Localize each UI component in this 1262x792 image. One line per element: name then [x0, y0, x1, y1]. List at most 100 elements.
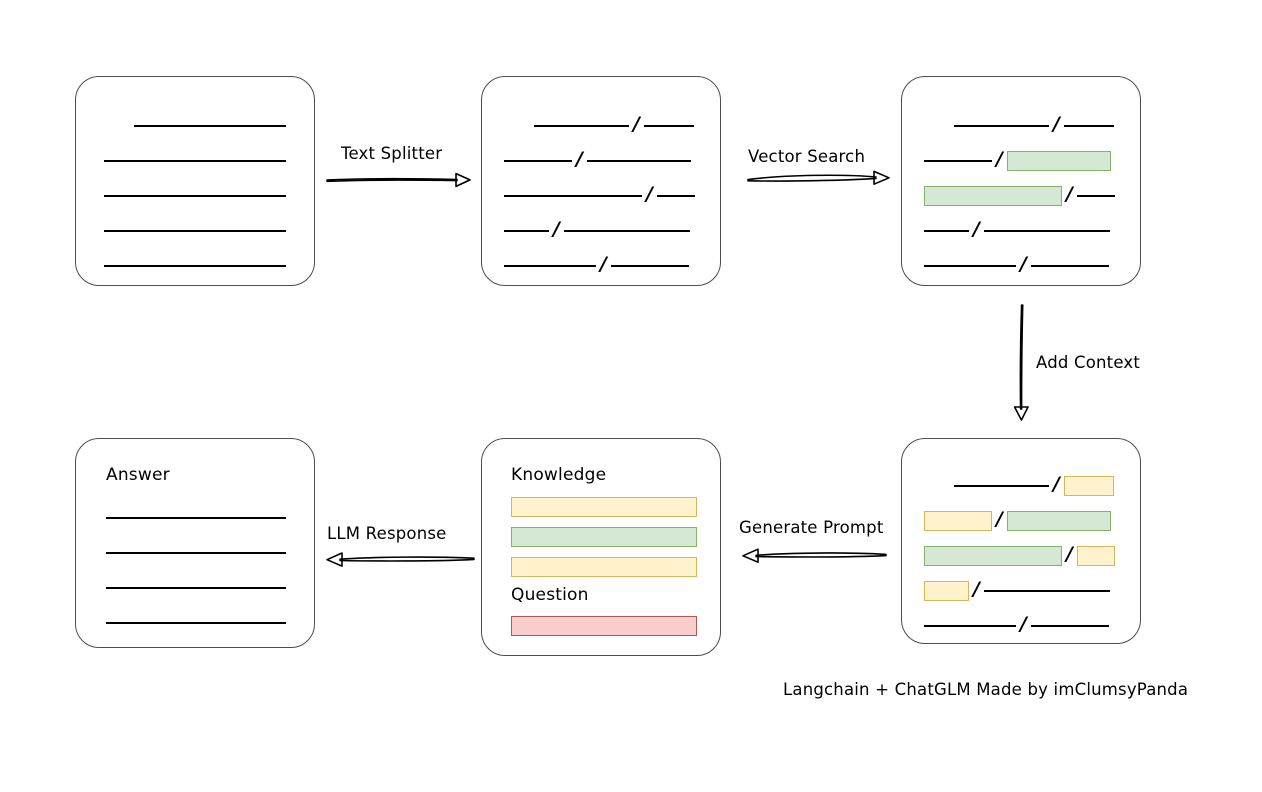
- segment-slash: /: [1066, 542, 1073, 565]
- segment-text-line: [656, 195, 695, 197]
- document-row: [76, 253, 314, 279]
- document-row: /: [902, 613, 1140, 639]
- segment-highlight-green: [511, 527, 697, 547]
- segment-text-line: [134, 125, 286, 127]
- edge-label-text-splitter: Text Splitter: [341, 144, 443, 163]
- segment-text-line: [1030, 265, 1109, 267]
- segment-slash: /: [996, 147, 1003, 170]
- segment-text-line: [504, 265, 596, 267]
- segment-text-line: [1076, 195, 1115, 197]
- segment-text-line: [104, 265, 286, 267]
- node-retrieved-document[interactable]: /////: [901, 76, 1141, 286]
- segment-slash: /: [1053, 472, 1060, 495]
- segment-text-line: [104, 160, 286, 162]
- document-row: [76, 610, 314, 636]
- segment-slash: /: [633, 112, 640, 135]
- document-row: [76, 540, 314, 566]
- node-answer[interactable]: Answer: [75, 438, 315, 648]
- segment-text-line: [106, 587, 286, 589]
- segment-text-line: [504, 195, 642, 197]
- document-row: /: [482, 183, 720, 209]
- edge-arrow-llm-response: [326, 552, 475, 567]
- segment-text-line: [924, 160, 992, 162]
- document-row: /: [902, 578, 1140, 604]
- segment-slash: /: [600, 252, 607, 275]
- prompt-knowledge-label: Knowledge: [511, 465, 607, 485]
- segment-highlight-green: [1006, 511, 1111, 531]
- edge-arrow-vector-search: [747, 170, 890, 186]
- segment-text-line: [1030, 625, 1109, 627]
- segment-text-line: [104, 195, 286, 197]
- segment-slash: /: [576, 147, 583, 170]
- segment-text-line: [504, 230, 549, 232]
- segment-slash: /: [973, 217, 980, 240]
- document-row: /: [482, 253, 720, 279]
- prompt-bar-row: [511, 554, 720, 580]
- segment-text-line: [983, 230, 1110, 232]
- segment-highlight-green: [924, 546, 1062, 566]
- segment-highlight-yellow: [1076, 546, 1115, 566]
- edge-label-llm-response: LLM Response: [327, 524, 447, 543]
- segment-text-line: [983, 590, 1110, 592]
- segment-text-line: [954, 125, 1049, 127]
- segment-text-line: [643, 125, 694, 127]
- document-row: /: [902, 218, 1140, 244]
- segment-slash: /: [646, 182, 653, 205]
- node-split-document[interactable]: / / / / /: [481, 76, 721, 286]
- segment-text-line: [924, 230, 969, 232]
- prompt-bar-row: [511, 613, 720, 639]
- document-row: [76, 505, 314, 531]
- document-row: [76, 113, 314, 139]
- document-row: /: [902, 508, 1140, 534]
- segment-text-line: [610, 265, 689, 267]
- segment-text-line: [1063, 125, 1114, 127]
- edge-arrow-generate-prompt: [742, 548, 887, 564]
- segment-highlight-red: [511, 616, 697, 636]
- document-row: /: [902, 183, 1140, 209]
- segment-slash: /: [1066, 182, 1073, 205]
- context-document-rows: / / / / /: [902, 439, 1140, 643]
- answer-label: Answer: [106, 465, 170, 485]
- segment-text-line: [924, 625, 1016, 627]
- node-prompt[interactable]: Knowledge Question: [481, 438, 721, 656]
- segment-slash: /: [1020, 612, 1027, 635]
- segment-slash: /: [553, 217, 560, 240]
- document-row: /: [902, 473, 1140, 499]
- segment-text-line: [106, 552, 286, 554]
- segment-highlight-yellow: [1063, 476, 1114, 496]
- segment-slash: /: [1053, 112, 1060, 135]
- segment-text-line: [106, 622, 286, 624]
- footer-credit: Langchain + ChatGLM Made by imClumsyPand…: [783, 680, 1189, 699]
- node-context-document[interactable]: / / / / /: [901, 438, 1141, 644]
- prompt-bar-row: [511, 494, 720, 520]
- source-document-rows: [76, 77, 314, 285]
- segment-text-line: [563, 230, 690, 232]
- document-row: [76, 218, 314, 244]
- edge-label-generate-prompt: Generate Prompt: [739, 518, 884, 537]
- segment-highlight-yellow: [511, 497, 697, 517]
- segment-text-line: [534, 125, 629, 127]
- prompt-knowledge-bars: [482, 439, 720, 655]
- segment-highlight-green: [1006, 151, 1111, 171]
- edge-arrow-text-splitter: [326, 172, 471, 188]
- split-document-rows: / / / / /: [482, 77, 720, 285]
- document-row: [76, 183, 314, 209]
- segment-highlight-yellow: [924, 581, 969, 601]
- edge-label-add-context: Add Context: [1036, 353, 1141, 372]
- segment-text-line: [104, 230, 286, 232]
- segment-slash: /: [996, 507, 1003, 530]
- document-row: [76, 148, 314, 174]
- document-row: /: [482, 113, 720, 139]
- prompt-bar-row: [511, 524, 720, 550]
- edge-arrow-add-context: [1013, 304, 1029, 421]
- segment-text-line: [586, 160, 691, 162]
- document-row: /: [902, 113, 1140, 139]
- document-row: /: [482, 218, 720, 244]
- prompt-question-bars: [482, 439, 720, 655]
- node-source-document[interactable]: [75, 76, 315, 286]
- document-row: [76, 575, 314, 601]
- document-row: /: [902, 543, 1140, 569]
- segment-highlight-yellow: [924, 511, 992, 531]
- document-row: /: [902, 148, 1140, 174]
